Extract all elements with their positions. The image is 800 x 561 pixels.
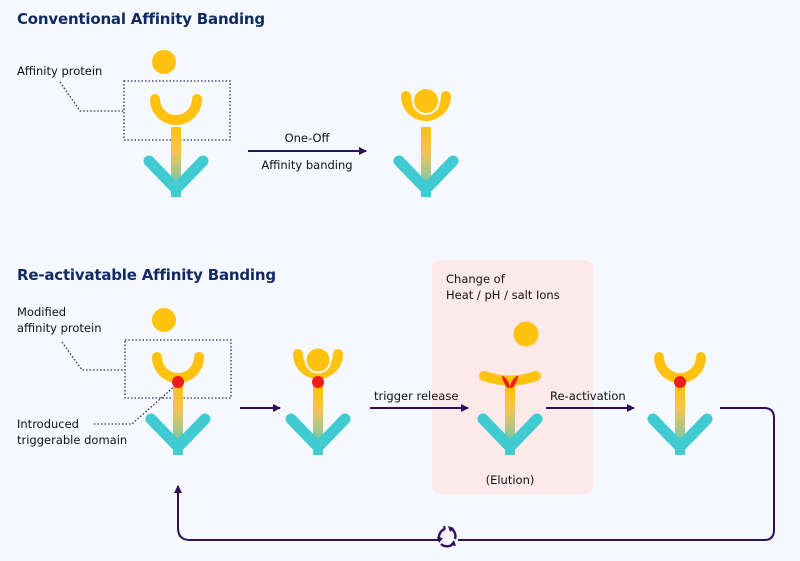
condition-change-line2: Heat / pH / salt Ions xyxy=(446,288,560,302)
affinity-protein-label: Affinity protein xyxy=(17,64,103,78)
cycle-loop-right xyxy=(458,407,775,541)
protein-eluting xyxy=(483,371,537,455)
triggerable-domain-label-line1: Introduced xyxy=(17,417,79,431)
modified-protein-label-line1: Modified xyxy=(17,305,67,319)
conventional-section-title: Conventional Affinity Banding xyxy=(17,10,265,28)
re-activation-label: Re-activation xyxy=(550,389,626,403)
modified-protein-leader-line xyxy=(61,341,125,371)
condition-change-label: Change of Heat / pH / salt Ions xyxy=(446,271,560,303)
recycle-icon xyxy=(437,525,457,548)
free-ligand-2 xyxy=(152,308,176,332)
one-off-label: One-Off xyxy=(284,131,330,145)
triggerable-domain xyxy=(172,376,184,388)
trigger-release-label: trigger release xyxy=(374,389,459,403)
released-ligand xyxy=(513,321,539,347)
condition-change-line1: Change of xyxy=(446,272,505,286)
triggerable-domain-label: Introduced triggerable domain xyxy=(17,416,127,448)
affinity-protein-unbound xyxy=(149,94,203,197)
cycle-loop-left xyxy=(174,485,439,541)
reactivatable-section-title: Re-activatable Affinity Banding xyxy=(17,266,276,284)
elution-label: (Elution) xyxy=(485,473,535,487)
free-ligand xyxy=(152,50,176,74)
modified-protein-unbound xyxy=(151,352,205,455)
triggerable-domain-leader-line xyxy=(94,383,178,425)
modified-protein-label: Modified affinity protein xyxy=(17,304,102,336)
affinity-protein-bound xyxy=(399,87,453,197)
affinity-protein-leader-line xyxy=(59,81,124,112)
triggerable-domain-label-line2: triggerable domain xyxy=(17,433,128,447)
modified-protein-label-line2: affinity protein xyxy=(17,321,102,335)
affinity-banding-label: Affinity banding xyxy=(261,158,353,172)
reactivated-protein xyxy=(653,352,707,455)
modified-protein-bound xyxy=(291,346,345,456)
